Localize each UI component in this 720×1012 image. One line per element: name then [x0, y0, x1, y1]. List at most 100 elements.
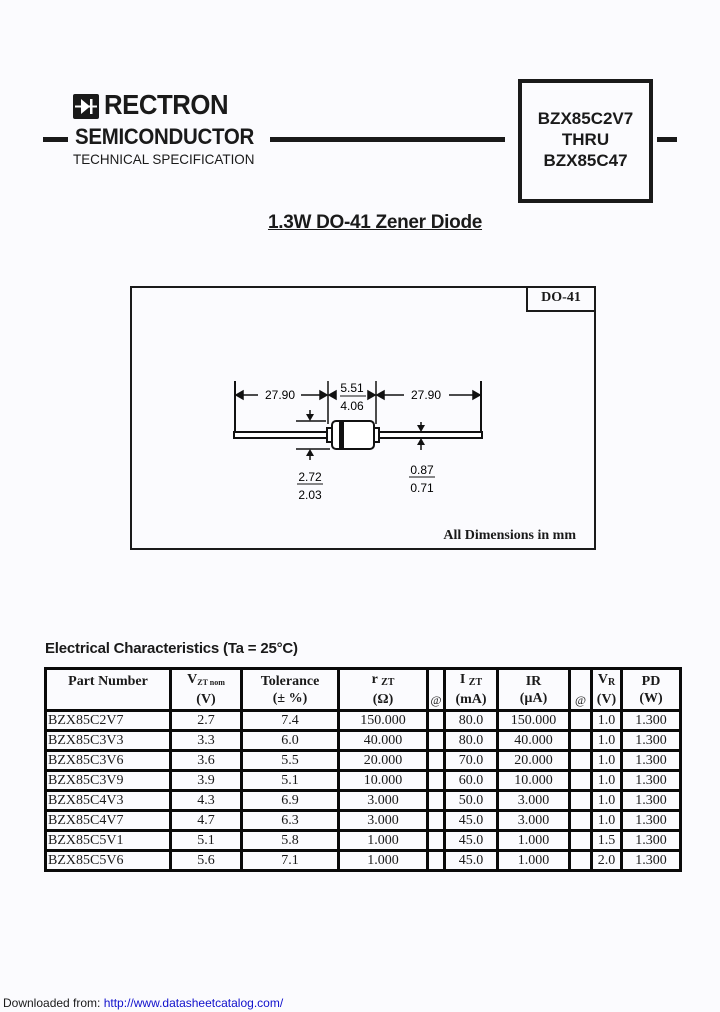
cell-vzt: 3.9 [169, 769, 243, 792]
cell-part: BZX85C3V3 [44, 729, 172, 752]
header-tolerance: Tolerance(± %) [240, 667, 340, 712]
footer-prefix: Downloaded from: [3, 996, 104, 1010]
cell-part: BZX85C4V7 [44, 809, 172, 832]
cell-tolerance: 5.1 [240, 769, 340, 792]
cell-rzt: 3.000 [337, 809, 429, 832]
cell-at [568, 769, 593, 792]
cell-at [426, 789, 446, 812]
header-pd: PD(W) [620, 667, 682, 712]
cell-rzt: 1.000 [337, 829, 429, 852]
package-label: DO-41 [526, 286, 596, 312]
cell-vzt: 4.3 [169, 789, 243, 812]
cell-izt: 50.0 [443, 789, 499, 812]
cell-at [568, 809, 593, 832]
dim-body-length-min: 4.06 [340, 399, 364, 413]
dim-body-diameter-min: 2.03 [298, 488, 322, 502]
cell-at [568, 709, 593, 732]
table-row: BZX85C3V3 3.3 6.0 40.000 80.0 40.000 1.0… [44, 729, 682, 752]
cell-ir: 1.000 [496, 849, 571, 872]
cell-pd: 1.300 [620, 729, 682, 752]
header-vzt: VZT nom(V) [169, 667, 243, 712]
cell-rzt: 10.000 [337, 769, 429, 792]
dim-lead-diameter-max: 0.87 [410, 463, 434, 477]
cell-rzt: 1.000 [337, 849, 429, 872]
cell-izt: 70.0 [443, 749, 499, 772]
cell-ir: 3.000 [496, 789, 571, 812]
cell-pd: 1.300 [620, 769, 682, 792]
table-row: BZX85C5V1 5.1 5.8 1.000 45.0 1.000 1.5 1… [44, 829, 682, 852]
cell-tolerance: 5.8 [240, 829, 340, 852]
cell-tolerance: 6.0 [240, 729, 340, 752]
cell-vr: 1.0 [590, 789, 623, 812]
cell-tolerance: 5.5 [240, 749, 340, 772]
part-range-from: BZX85C2V7 [537, 109, 634, 128]
cell-at [568, 849, 593, 872]
header-part-number: Part Number [44, 667, 172, 712]
header-rule-left [43, 137, 68, 142]
cell-izt: 60.0 [443, 769, 499, 792]
cell-at [426, 729, 446, 752]
cell-pd: 1.300 [620, 749, 682, 772]
part-range-box: BZX85C2V7 THRU BZX85C47 [518, 79, 653, 203]
table-header-row: Part Number VZT nom(V) Tolerance(± %) r … [44, 667, 682, 712]
cell-tolerance: 6.9 [240, 789, 340, 812]
cell-rzt: 40.000 [337, 729, 429, 752]
cell-at [426, 809, 446, 832]
table-row: BZX85C4V3 4.3 6.9 3.000 50.0 3.000 1.0 1… [44, 789, 682, 812]
cell-ir: 10.000 [496, 769, 571, 792]
cell-izt: 45.0 [443, 829, 499, 852]
brand-name: RECTRON [104, 89, 229, 120]
cell-vr: 1.0 [590, 729, 623, 752]
cell-izt: 80.0 [443, 709, 499, 732]
table-row: BZX85C5V6 5.6 7.1 1.000 45.0 1.000 2.0 1… [44, 849, 682, 872]
cell-ir: 40.000 [496, 729, 571, 752]
cell-pd: 1.300 [620, 809, 682, 832]
cell-izt: 45.0 [443, 809, 499, 832]
header-rzt: r ZT(Ω) [337, 667, 429, 712]
doc-type: TECHNICAL SPECIFICATION [73, 151, 255, 167]
header-at-1: @ [426, 667, 446, 712]
cell-part: BZX85C3V9 [44, 769, 172, 792]
cell-ir: 20.000 [496, 749, 571, 772]
download-footer: Downloaded from: http://www.datasheetcat… [3, 996, 283, 1010]
cell-at [426, 849, 446, 872]
package-drawing-frame: DO-41 27.90 27.90 5.51 4.06 [130, 286, 596, 550]
cell-pd: 1.300 [620, 709, 682, 732]
cell-ir: 1.000 [496, 829, 571, 852]
table-row: BZX85C4V7 4.7 6.3 3.000 45.0 3.000 1.0 1… [44, 809, 682, 832]
diode-logo-icon [73, 94, 99, 119]
cell-tolerance: 7.1 [240, 849, 340, 872]
company-line: SEMICONDUCTOR [75, 124, 255, 149]
table-row: BZX85C2V7 2.7 7.4 150.000 80.0 150.000 1… [44, 709, 682, 732]
cell-vr: 1.5 [590, 829, 623, 852]
header-izt: I ZT(mA) [443, 667, 499, 712]
table-title: Electrical Characteristics (Ta = 25°C) [45, 640, 298, 657]
cell-ir: 150.000 [496, 709, 571, 732]
cell-vzt: 5.6 [169, 849, 243, 872]
cell-tolerance: 6.3 [240, 809, 340, 832]
diode-symbol-icon [75, 99, 97, 114]
cell-vr: 1.0 [590, 749, 623, 772]
cell-vr: 2.0 [590, 849, 623, 872]
cell-vzt: 3.6 [169, 749, 243, 772]
cell-vzt: 2.7 [169, 709, 243, 732]
page-title: 1.3W DO-41 Zener Diode [267, 212, 483, 233]
cell-at [426, 769, 446, 792]
dim-lead-length-right: 27.90 [411, 388, 441, 402]
cell-at [568, 749, 593, 772]
table-row: BZX85C3V9 3.9 5.1 10.000 60.0 10.000 1.0… [44, 769, 682, 792]
dimension-note: All Dimensions in mm [443, 528, 576, 543]
cell-vr: 1.0 [590, 769, 623, 792]
dim-body-length-max: 5.51 [340, 381, 364, 395]
cell-pd: 1.300 [620, 849, 682, 872]
header-vr: VR(V) [590, 667, 623, 712]
cell-at [568, 789, 593, 812]
footer-link[interactable]: http://www.datasheetcatalog.com/ [103, 996, 284, 1010]
part-range-to: BZX85C47 [543, 151, 628, 170]
cell-part: BZX85C5V1 [44, 829, 172, 852]
header-rule-right [657, 137, 677, 142]
cell-pd: 1.300 [620, 789, 682, 812]
cell-part: BZX85C4V3 [44, 789, 172, 812]
cell-rzt: 150.000 [337, 709, 429, 732]
cell-rzt: 3.000 [337, 789, 429, 812]
